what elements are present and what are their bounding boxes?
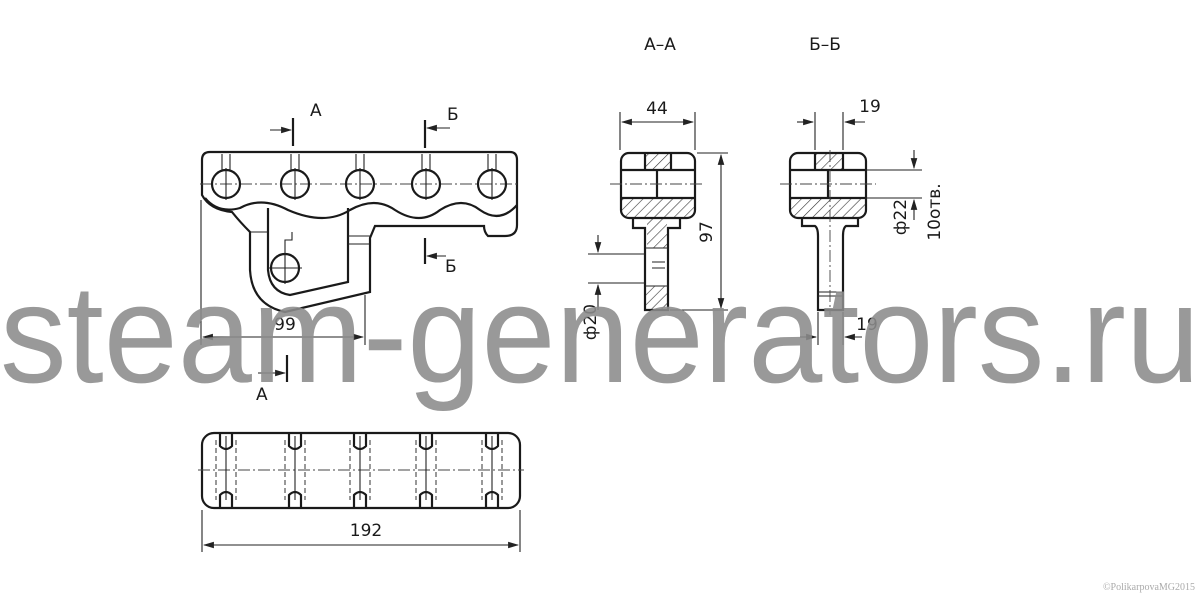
dim-19-bottom: 19 xyxy=(856,315,878,335)
dim-44: 44 xyxy=(646,99,668,119)
section-b-b: Б–Б 19 ф22 10отв. 19 xyxy=(780,35,945,345)
section-a-a: А–А 44 97 ф20 xyxy=(581,35,728,340)
dim-97: 97 xyxy=(697,221,717,243)
section-a-mark-bottom: А xyxy=(256,385,268,405)
dim-hole-diameter: ф22 xyxy=(891,199,911,235)
watermark: steam-generators.ru xyxy=(0,255,1200,412)
section-b-mark-top: Б xyxy=(447,105,459,125)
copyright: ©PolikarpovaMG2015 xyxy=(1103,582,1195,593)
section-b-b-title: Б–Б xyxy=(809,35,841,55)
section-a-mark-top: А xyxy=(310,101,322,121)
front-view: 99 А А Б Б xyxy=(200,101,520,405)
dim-192: 192 xyxy=(350,521,382,541)
hole-count: 10отв. xyxy=(925,183,945,240)
dim-19-top: 19 xyxy=(859,97,881,117)
dim-pin-diameter: ф20 xyxy=(581,304,601,340)
section-b-mark-bottom: Б xyxy=(445,257,457,277)
holes xyxy=(210,154,508,200)
dim-99: 99 xyxy=(274,315,296,335)
section-a-a-title: А–А xyxy=(644,35,676,55)
top-view: 192 xyxy=(198,431,524,552)
